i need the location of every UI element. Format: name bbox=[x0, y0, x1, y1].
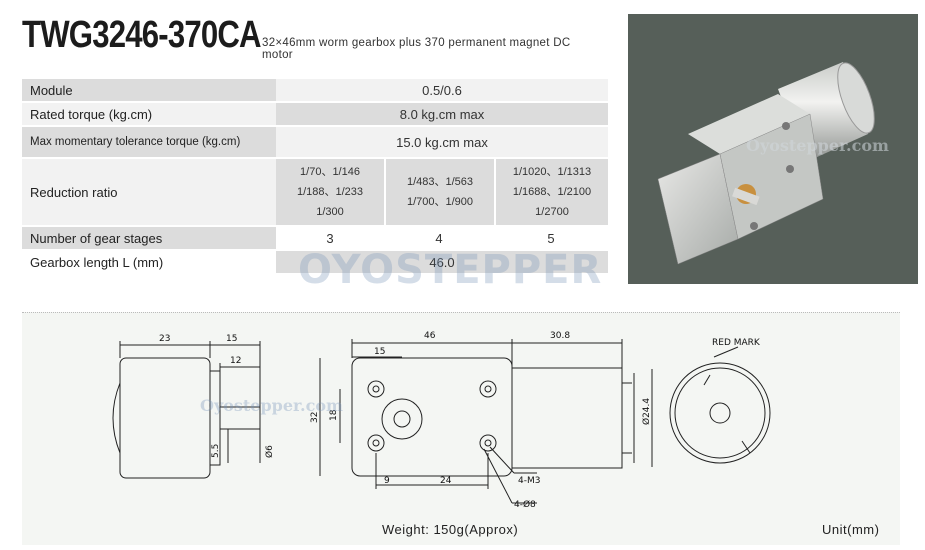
dim-23: 23 bbox=[159, 334, 170, 344]
end-view bbox=[669, 346, 771, 464]
product-title: TWG3246-370CA bbox=[22, 14, 262, 56]
stages-label: Number of gear stages bbox=[22, 227, 276, 249]
side-view bbox=[112, 341, 261, 479]
dim-32: 32 bbox=[310, 412, 320, 423]
dim-18: 18 bbox=[329, 409, 339, 421]
momentary-value: 15.0 kg.cm max bbox=[276, 127, 608, 157]
module-value: 0.5/0.6 bbox=[276, 79, 608, 101]
dim-phi24-4: Ø24.4 bbox=[641, 398, 652, 425]
weight-label: Weight: 150g(Approx) bbox=[382, 522, 519, 537]
product-photo: Oyostepper.com bbox=[628, 14, 918, 284]
front-view bbox=[319, 339, 653, 504]
photo-watermark: Oyostepper.com bbox=[746, 136, 889, 155]
module-label: Module bbox=[22, 79, 276, 101]
dim-15-front: 15 bbox=[374, 347, 385, 357]
ratio-group-2: 1/483、1/563 1/700、1/900 bbox=[384, 159, 494, 225]
motor-illustration: Oyostepper.com bbox=[657, 62, 889, 265]
table-row: Number of gear stages 3 4 5 bbox=[22, 227, 608, 249]
hole-m3-label: 4-M3 bbox=[518, 476, 540, 486]
torque-label: Rated torque (kg.cm) bbox=[22, 103, 276, 125]
dim-24: 24 bbox=[440, 476, 452, 486]
length-label: Gearbox length L (mm) bbox=[30, 254, 164, 270]
dim-phi6: Ø6 bbox=[264, 445, 275, 458]
drawing-watermark: Oyostepper.com bbox=[200, 396, 343, 415]
dim-12: 12 bbox=[230, 356, 241, 366]
dim-46: 46 bbox=[424, 331, 436, 341]
dimension-drawing: 23 15 12 5.5 Ø6 46 30.8 15 32 18 9 24 Ø2… bbox=[112, 331, 771, 510]
stages-value-3: 5 bbox=[547, 230, 555, 246]
table-row: Rated torque (kg.cm) 8.0 kg.cm max bbox=[22, 103, 608, 125]
length-value: 46.0 bbox=[276, 251, 608, 273]
dim-5-5: 5.5 bbox=[211, 444, 221, 458]
product-subtitle: 32×46mm worm gearbox plus 370 permanent … bbox=[262, 37, 571, 61]
ratio-label: Reduction ratio bbox=[22, 159, 276, 225]
unit-label: Unit(mm) bbox=[822, 522, 880, 537]
stages-value-2: 4 bbox=[435, 230, 443, 246]
ratio-group-1: 1/70、1/146 1/188、1/233 1/300 bbox=[276, 159, 384, 225]
oyostepper-watermark: OYOSTEPPER bbox=[298, 247, 603, 293]
hole-phi8-label: 4-Ø8 bbox=[514, 499, 536, 510]
table-row: Max momentary tolerance torque (kg.cm) 1… bbox=[22, 127, 608, 157]
table-row: Reduction ratio 1/70、1/146 1/188、1/233 1… bbox=[22, 159, 608, 225]
momentary-label: Max momentary tolerance torque (kg.cm) bbox=[22, 127, 276, 157]
table-row: Module 0.5/0.6 bbox=[22, 79, 608, 101]
ratio-group-3: 1/1020、1/1313 1/1688、1/2100 1/2700 bbox=[494, 159, 608, 225]
dim-9: 9 bbox=[384, 476, 390, 486]
stages-value-1: 3 bbox=[326, 230, 334, 246]
dim-15-side: 15 bbox=[226, 334, 237, 344]
torque-value: 8.0 kg.cm max bbox=[276, 103, 608, 125]
table-row: Gearbox length L (mm) 46.0 bbox=[22, 251, 608, 273]
technical-drawing: 23 15 12 5.5 Ø6 46 30.8 15 32 18 9 24 Ø2… bbox=[22, 312, 900, 545]
spec-table: Module 0.5/0.6 Rated torque (kg.cm) 8.0 … bbox=[22, 77, 608, 275]
red-mark-label: RED MARK bbox=[712, 338, 761, 348]
dim-30-8: 30.8 bbox=[550, 331, 570, 341]
